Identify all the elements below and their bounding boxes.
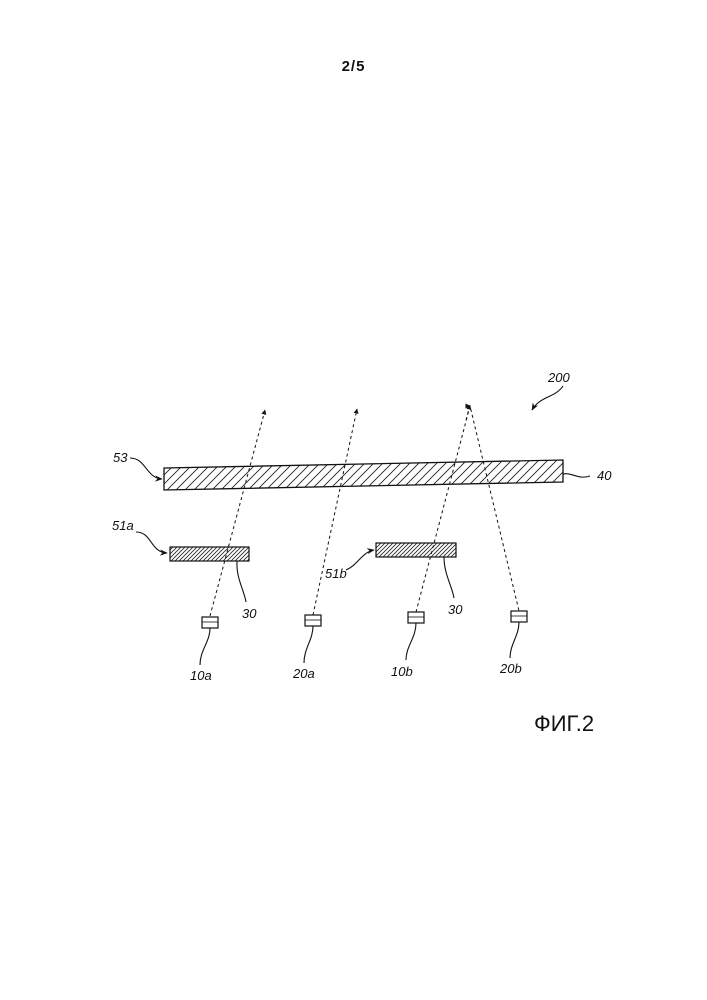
leader-10b	[406, 623, 416, 660]
label-40: 40	[597, 468, 612, 483]
leader-30-left	[237, 561, 246, 602]
leader-20a	[304, 626, 313, 663]
label-10b: 10b	[391, 664, 413, 679]
label-10a: 10a	[190, 668, 212, 683]
leader-40	[563, 474, 590, 477]
ray-10b-20b	[416, 406, 519, 612]
right-element-30	[376, 543, 456, 557]
top-layer-40	[164, 460, 563, 490]
detector-20b	[511, 611, 527, 622]
leader-10a	[200, 628, 210, 665]
ray-20a	[313, 409, 357, 615]
leader-200	[532, 386, 563, 410]
label-51b: 51b	[325, 566, 347, 581]
leader-51b	[346, 550, 374, 570]
leader-51a	[136, 532, 167, 553]
emitter-10a	[202, 617, 218, 628]
leader-53	[130, 458, 162, 479]
label-20b: 20b	[499, 661, 522, 676]
leader-30-right	[444, 557, 454, 598]
label-20a: 20a	[292, 666, 315, 681]
leader-20b	[510, 622, 519, 658]
label-30-right: 30	[448, 602, 463, 617]
ray-10a	[210, 410, 265, 616]
label-30-left: 30	[242, 606, 257, 621]
emitter-10b	[408, 612, 424, 623]
leader-lines	[130, 386, 590, 665]
label-200: 200	[547, 370, 570, 385]
figure-title: ФИГ.2	[534, 711, 594, 736]
ray-10b-arrow	[466, 405, 470, 420]
light-paths	[210, 405, 519, 616]
left-element-30	[170, 547, 249, 561]
detector-20a	[305, 615, 321, 626]
label-53: 53	[113, 450, 128, 465]
label-51a: 51a	[112, 518, 134, 533]
